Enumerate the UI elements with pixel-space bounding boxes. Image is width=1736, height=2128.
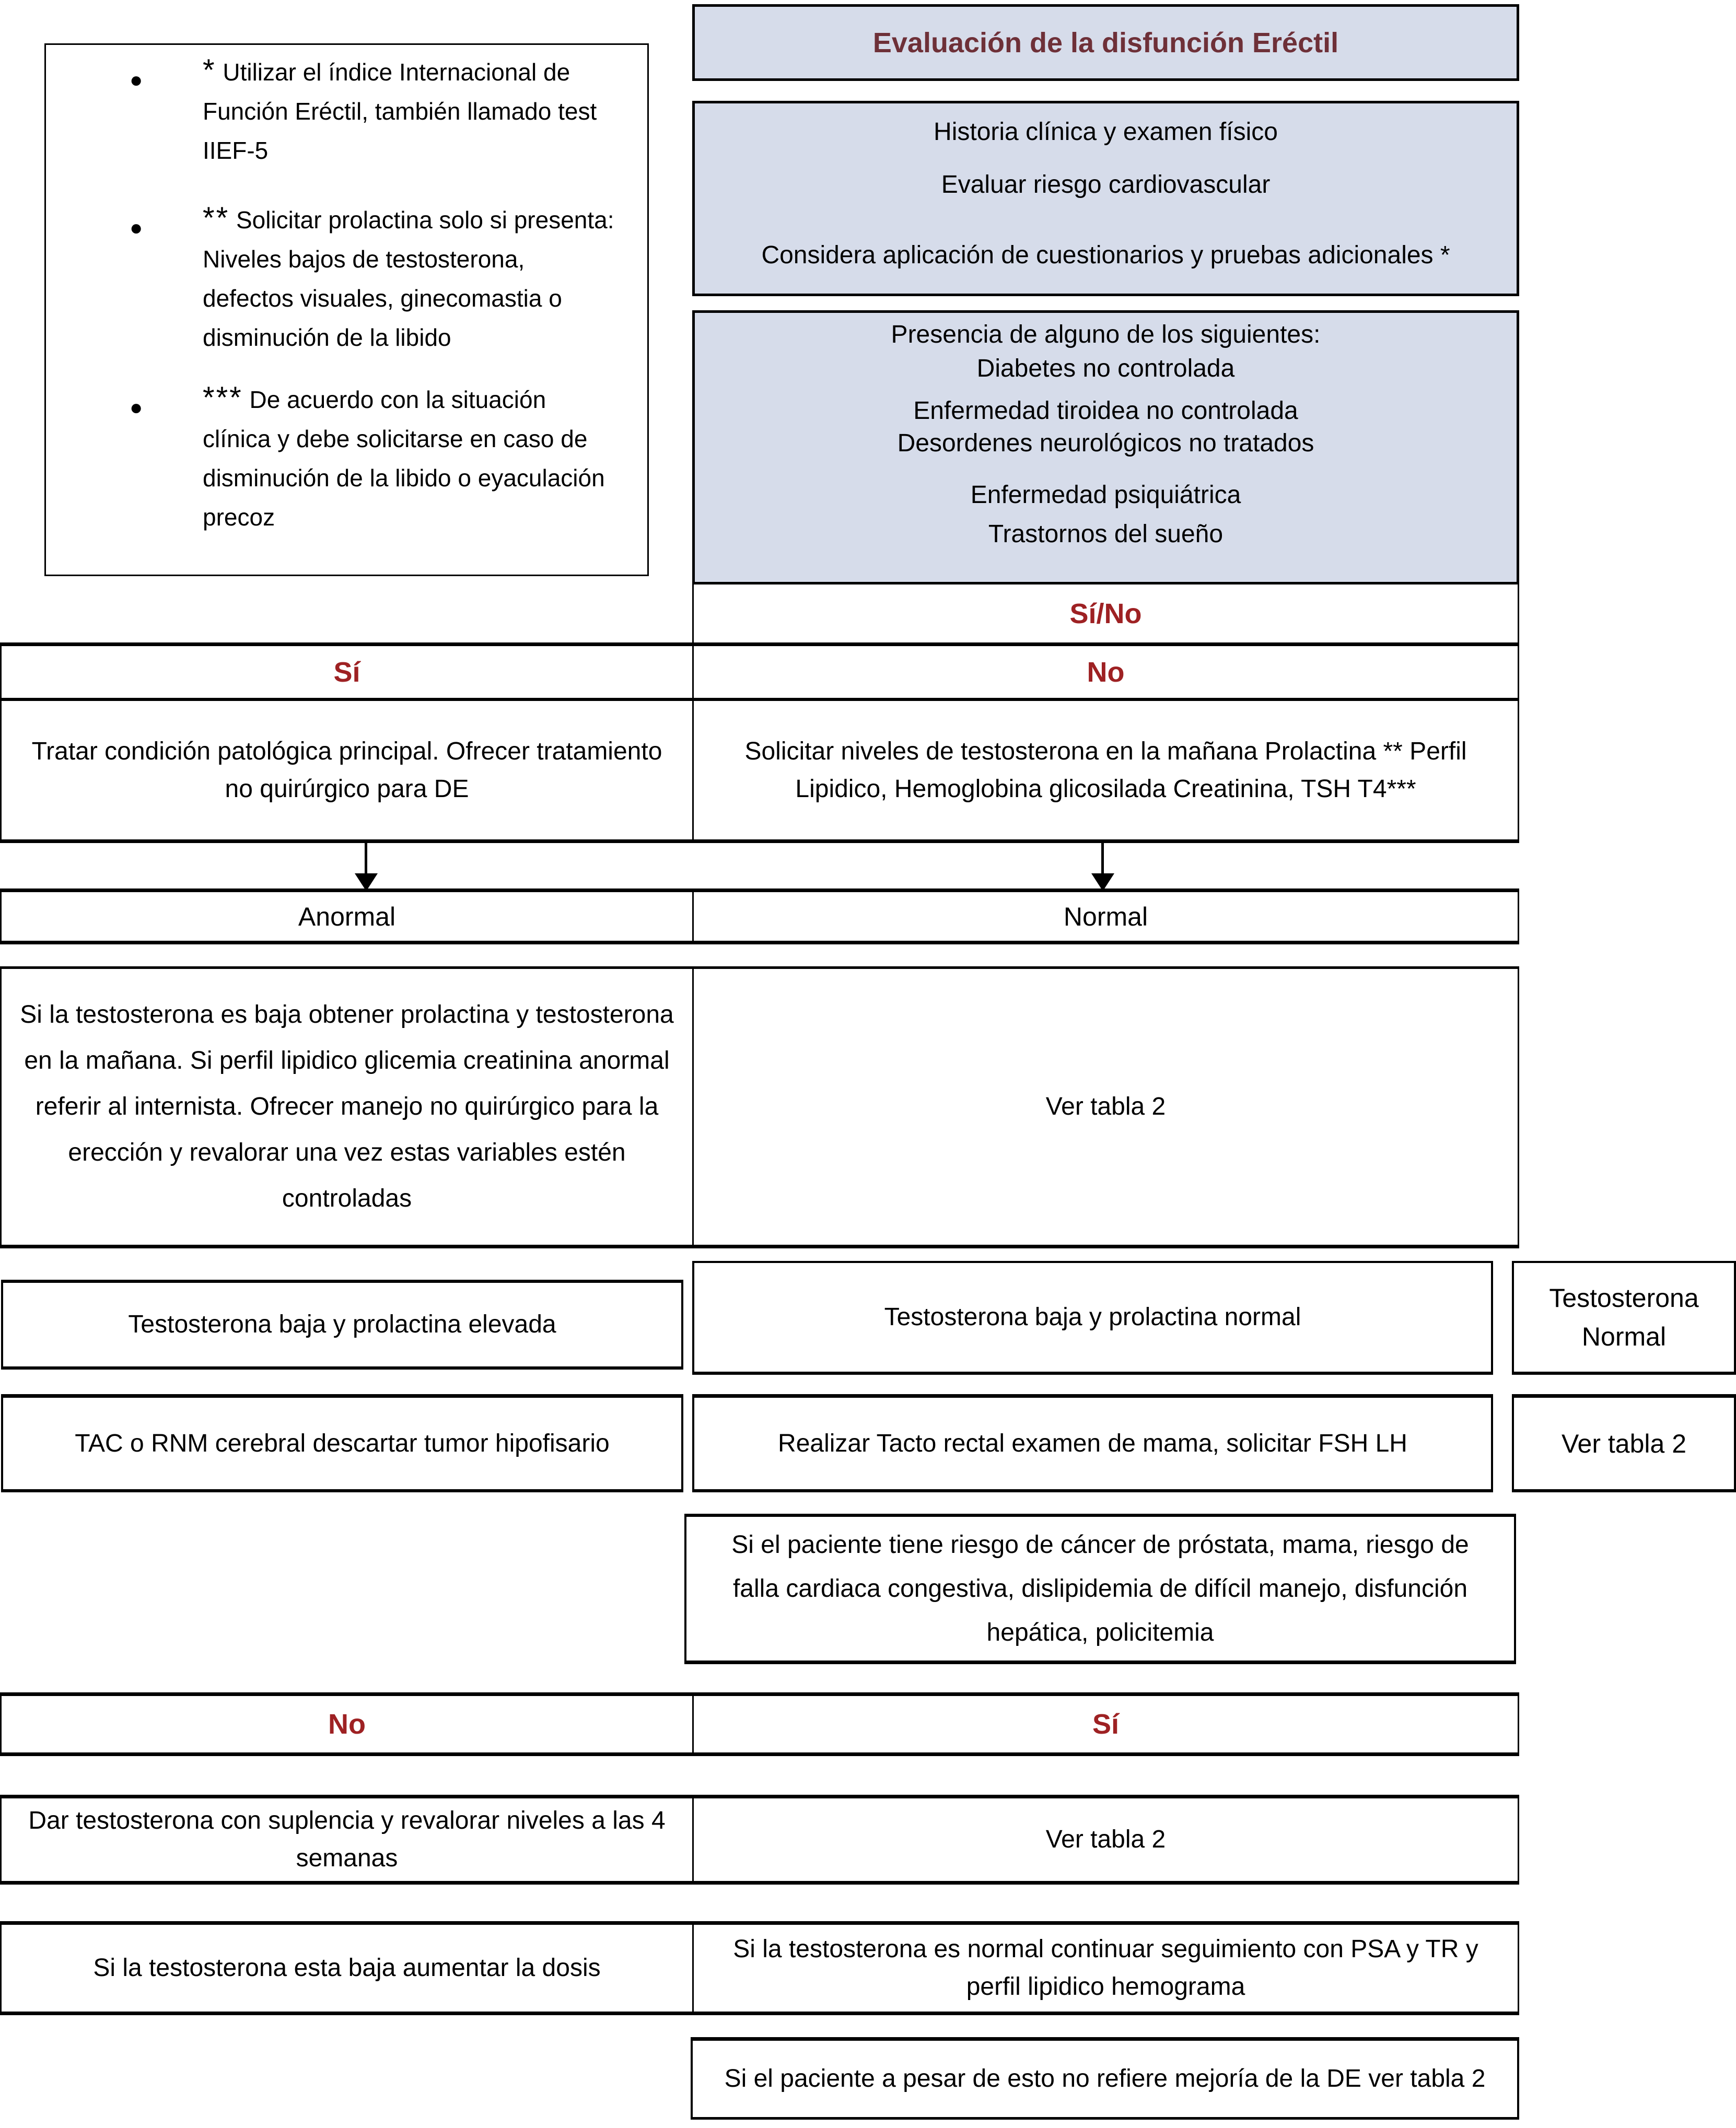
title-box: Evaluación de la disfunción Eréctil [692, 4, 1519, 81]
asterisk-marker: ** [203, 201, 230, 235]
condition-line: Diabetes no controlada [976, 355, 1235, 382]
eval-line: Considera aplicación de cuestionarios y … [761, 241, 1450, 269]
footnote-text: De acuerdo con la situación clínica y de… [203, 386, 605, 531]
decision2-yes-cell: Sí [694, 1696, 1518, 1752]
asterisk-marker: *** [203, 381, 243, 415]
condition-line: Desordenes neurológicos no tratados [897, 429, 1314, 457]
arrow-down-icon [365, 843, 367, 876]
testosterone-normal-box: Testosterona Normal [1512, 1261, 1736, 1375]
eval-line: Historia clínica y examen físico [934, 118, 1278, 146]
decision1-yes-cell: Sí [2, 646, 694, 698]
give-testosterone-cell: Dar testosterona con suplencia y revalor… [2, 1798, 694, 1881]
decision2-yes-label: Sí [1092, 1709, 1120, 1740]
footnote-item: ● ** Solicitar prolactina solo si present… [46, 201, 647, 357]
request-labs-cell: Solicitar niveles de testosterona en la … [744, 737, 1467, 803]
conditions-box: Presencia de alguno de los siguientes: D… [692, 310, 1519, 584]
condition-line: Enfermedad psiquiátrica [970, 481, 1241, 509]
continue-followup-cell: Si la testosterona es normal continuar s… [733, 1935, 1478, 2001]
condition-line: Enfermedad tiroidea no controlada [913, 397, 1298, 425]
footnotes-box: ● * Utilizar el índice Internacional de F… [44, 43, 649, 576]
final-followup-row: Si la testosterona esta baja aumentar la… [0, 1921, 1519, 2015]
arrow-down-icon [1101, 843, 1104, 876]
decision1-no-cell: No [694, 646, 1518, 698]
ver-tabla-2-box: Ver tabla 2 [1512, 1394, 1736, 1492]
testosterone-low-prl-high-box: Testosterona baja y prolactina elevada [1, 1280, 683, 1370]
bullet-icon: ● [130, 215, 143, 240]
initial-eval-box: Historia clínica y examen físico Evaluar… [692, 101, 1519, 296]
asterisk-marker: * [203, 53, 216, 87]
arrow-down-icon [1091, 873, 1114, 891]
rectal-exam-box: Realizar Tacto rectal examen de mama, so… [692, 1394, 1493, 1492]
decision1-header-row: Sí No [0, 642, 1519, 701]
bullet-icon: ● [130, 395, 143, 419]
arrow-down-icon [355, 873, 378, 891]
treat-pathology-cell: Tratar condición patológica principal. O… [2, 701, 694, 839]
decision1-no-label: No [1087, 656, 1125, 688]
normal-cell: Normal [1063, 902, 1148, 931]
abnormal-cell: Anormal [2, 892, 694, 941]
decision1-yes-label: Sí [333, 656, 360, 688]
decision-si-no-cell: Sí/No [692, 584, 1519, 642]
condition-line: Trastornos del sueño [988, 520, 1224, 548]
bullet-icon: ● [130, 67, 143, 92]
eval-line: Evaluar riesgo cardiovascular [941, 171, 1271, 198]
decision2-no-label: No [328, 1709, 366, 1740]
decision2-no-cell: No [2, 1696, 694, 1752]
abnormal-action-cell: Si la testosterona es baja obtener prola… [2, 969, 694, 1245]
footnote-text: Utilizar el índice Internacional de Func… [203, 59, 597, 164]
final-note-box: Si el paciente a pesar de esto no refier… [691, 2037, 1519, 2120]
footnote-item: ● * Utilizar el índice Internacional de F… [46, 53, 647, 170]
page-title: Evaluación de la disfunción Eréctil [872, 27, 1339, 59]
normal-action-cell: Ver tabla 2 [1045, 1093, 1166, 1120]
decision-si-no-label: Sí/No [1069, 598, 1142, 629]
decision2-action-row: Dar testosterona con suplencia y revalor… [0, 1795, 1519, 1885]
results-header-row: Anormal Normal [0, 888, 1519, 944]
footnote-item: ● *** De acuerdo con la situación clínica… [46, 380, 647, 537]
tac-rnm-box: TAC o RNM cerebral descartar tumor hipof… [1, 1394, 683, 1492]
results-action-row: Si la testosterona es baja obtener prola… [0, 966, 1519, 1248]
decision1-action-row: Tratar condición patológica principal. O… [0, 701, 1519, 843]
decision2-header-row: No Sí [0, 1692, 1519, 1756]
footnote-text: Solicitar prolactina solo si presenta: N… [203, 206, 614, 351]
ver-tabla-2-cell: Ver tabla 2 [1045, 1826, 1166, 1853]
condition-line: Presencia de alguno de los siguientes: [891, 321, 1321, 348]
increase-dose-cell: Si la testosterona esta baja aumentar la… [2, 1925, 694, 2012]
testosterone-low-prl-normal-box: Testosterona baja y prolactina normal [692, 1261, 1493, 1375]
risk-assessment-box: Si el paciente tiene riesgo de cáncer de… [684, 1514, 1516, 1664]
